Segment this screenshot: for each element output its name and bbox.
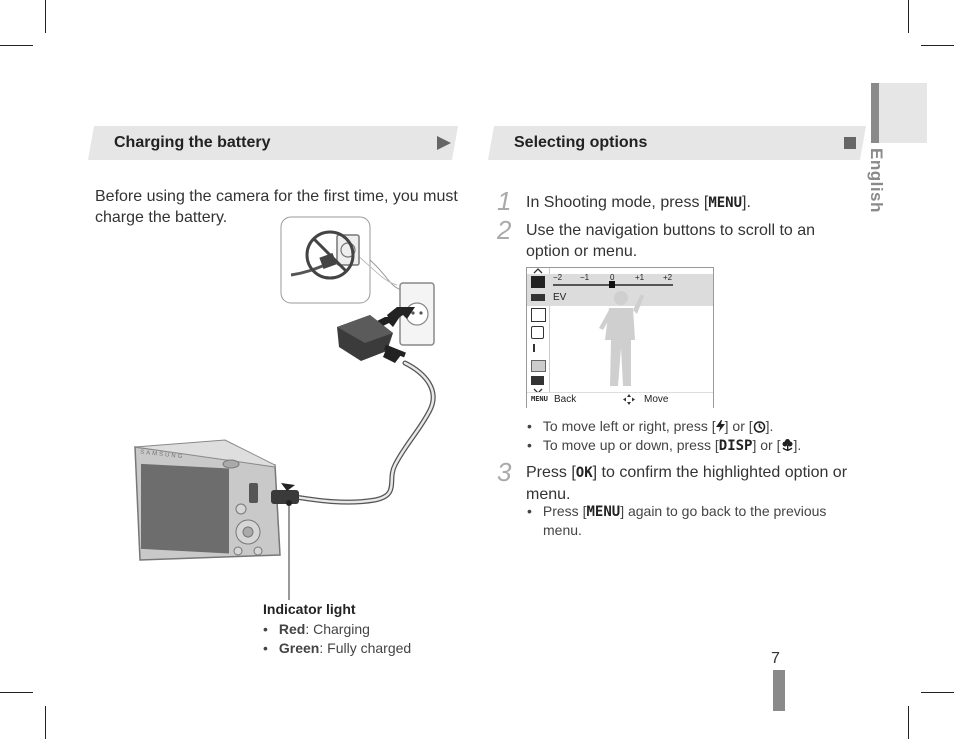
ev-scale-tick: +2 bbox=[663, 273, 673, 282]
selected-option-label: EV bbox=[553, 292, 567, 303]
step-3-text: Press [OK] to confirm the highlighted op… bbox=[526, 462, 856, 505]
play-arrow-icon bbox=[437, 136, 451, 150]
macro-flower-icon bbox=[782, 439, 792, 451]
section-header-options bbox=[488, 126, 866, 160]
step-number: 3 bbox=[497, 457, 512, 487]
ok-key: OK bbox=[575, 465, 593, 481]
crop-mark bbox=[921, 45, 954, 46]
page-number: 7 bbox=[771, 650, 780, 667]
insert-arrow bbox=[281, 483, 295, 491]
indicator-desc: : Fully charged bbox=[319, 640, 412, 656]
footer-move-label: Move bbox=[644, 394, 669, 405]
bullet-text: ]. bbox=[765, 418, 774, 434]
bullet-text: ] again to go back to the previous bbox=[620, 503, 827, 519]
crop-mark bbox=[908, 0, 909, 33]
camera-menu-screen: −2 −1 0 +1 +2 EV MENU Back Move bbox=[526, 267, 714, 408]
step-text: Press [ bbox=[526, 464, 576, 481]
charging-intro: Before using the camera for the first ti… bbox=[95, 186, 465, 228]
drive-mode-icon bbox=[531, 360, 546, 372]
screen-footer bbox=[527, 392, 713, 408]
step-2-bullet-up-down: • To move up or down, press [DISP] or []… bbox=[527, 437, 802, 454]
step-text: ] to confirm the highlighted option or bbox=[592, 464, 848, 481]
page-number-bar bbox=[773, 670, 785, 711]
face-detect-icon bbox=[531, 308, 546, 322]
step-1-text: In Shooting mode, press [MENU]. bbox=[526, 192, 751, 214]
smart-face-icon bbox=[531, 326, 544, 339]
crop-mark bbox=[0, 45, 33, 46]
stop-square-icon bbox=[844, 137, 856, 149]
crop-mark bbox=[45, 0, 46, 33]
bullet-text: menu. bbox=[543, 522, 582, 538]
focus-area-icon bbox=[533, 344, 544, 352]
charging-illustration bbox=[134, 216, 436, 600]
step-text: Use the navigation buttons to scroll to … bbox=[526, 222, 816, 239]
bullet-text: ] or [ bbox=[724, 418, 753, 434]
step-number: 1 bbox=[497, 186, 512, 216]
menu-key: MENU bbox=[586, 504, 621, 520]
step-number: 2 bbox=[497, 215, 512, 245]
section-title-charging: Charging the battery bbox=[114, 134, 271, 151]
insert-arrow bbox=[387, 307, 415, 323]
crop-mark bbox=[45, 706, 46, 739]
ev-scale-tick: −2 bbox=[553, 273, 563, 282]
usb-plug bbox=[271, 490, 299, 504]
menu-key: MENU bbox=[708, 195, 743, 211]
crop-mark bbox=[908, 706, 909, 739]
bullet-text: To move left or right, press [ bbox=[542, 418, 716, 434]
step-text: option or menu. bbox=[526, 243, 638, 260]
disp-key: DISP bbox=[718, 438, 753, 454]
indicator-desc: : Charging bbox=[305, 621, 370, 637]
flash-icon bbox=[715, 420, 725, 432]
ev-scale-tick: +1 bbox=[635, 273, 645, 282]
step-text: In Shooting mode, press [ bbox=[526, 194, 709, 211]
crop-mark bbox=[0, 692, 33, 693]
step-2-text: Use the navigation buttons to scroll to … bbox=[526, 220, 846, 262]
screen-menu-key: MENU bbox=[531, 395, 548, 403]
step-text: ]. bbox=[742, 194, 751, 211]
indicator-item-red: • Red: Charging bbox=[263, 621, 370, 637]
step-2-bullet-left-right: • To move left or right, press [] or []. bbox=[527, 418, 774, 434]
step-3-bullet: • Press [MENU] again to go back to the p… bbox=[527, 502, 847, 539]
charging-intro-line: charge the battery. bbox=[95, 209, 228, 226]
section-header-charging bbox=[88, 126, 458, 160]
ev-scale-marker bbox=[609, 281, 615, 288]
ev-option-icon bbox=[531, 276, 545, 288]
indicator-label: Green bbox=[278, 640, 320, 656]
callout-tail bbox=[369, 259, 403, 291]
bullet-text: ] or [ bbox=[752, 437, 781, 453]
flash-off-icon bbox=[531, 376, 544, 385]
section-title-options: Selecting options bbox=[514, 134, 648, 151]
camera-lcd bbox=[141, 463, 229, 554]
prohibited-icon bbox=[305, 230, 355, 280]
language-tab-stripe bbox=[871, 83, 879, 143]
timer-icon bbox=[753, 421, 765, 433]
indicator-label: Red bbox=[278, 621, 306, 637]
step-text: menu. bbox=[526, 486, 571, 503]
indicator-title: Indicator light bbox=[263, 601, 356, 617]
language-label: English bbox=[867, 148, 886, 213]
chevron-up-icon bbox=[533, 268, 543, 274]
language-tab bbox=[871, 83, 927, 143]
charging-intro-line: Before using the camera for the first ti… bbox=[95, 188, 458, 205]
iso-option-icon bbox=[531, 294, 545, 301]
bullet-text: To move up or down, press [ bbox=[542, 437, 719, 453]
footer-back-label: Back bbox=[554, 394, 577, 405]
bullet-text: ]. bbox=[793, 437, 802, 453]
indicator-item-green: • Green: Fully charged bbox=[263, 640, 412, 656]
ev-scale-tick: −1 bbox=[580, 273, 590, 282]
crop-mark bbox=[921, 692, 954, 693]
usb-cable bbox=[292, 360, 436, 505]
bullet-text: Press [ bbox=[542, 503, 587, 519]
nav-arrows-icon bbox=[623, 394, 635, 405]
person-silhouette bbox=[599, 291, 644, 386]
ev-scale-tick: 0 bbox=[610, 273, 615, 282]
